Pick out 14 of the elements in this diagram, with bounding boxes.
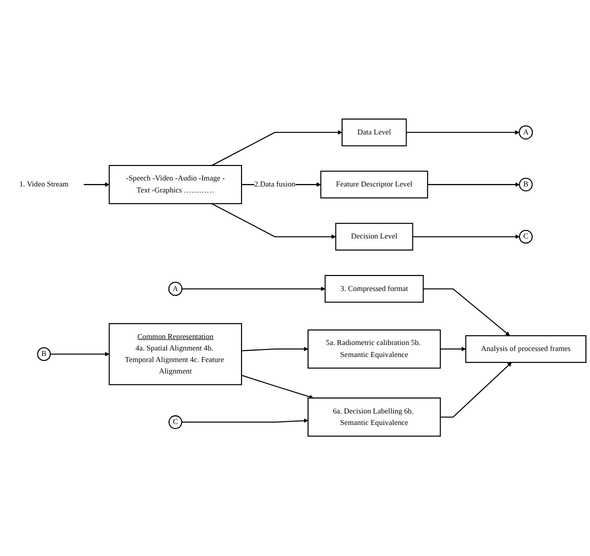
arrow (241, 347, 308, 352)
arrow (412, 234, 520, 240)
arrow (212, 204, 336, 240)
arrow (84, 182, 110, 188)
arrow (212, 130, 342, 166)
arrow (50, 352, 110, 357)
arrow (182, 286, 326, 292)
arrow (182, 418, 308, 424)
arrow (428, 182, 520, 188)
arrow (440, 347, 466, 352)
arrow (423, 288, 510, 336)
arrow (241, 375, 314, 400)
arrow (406, 130, 520, 136)
arrow (440, 362, 512, 418)
